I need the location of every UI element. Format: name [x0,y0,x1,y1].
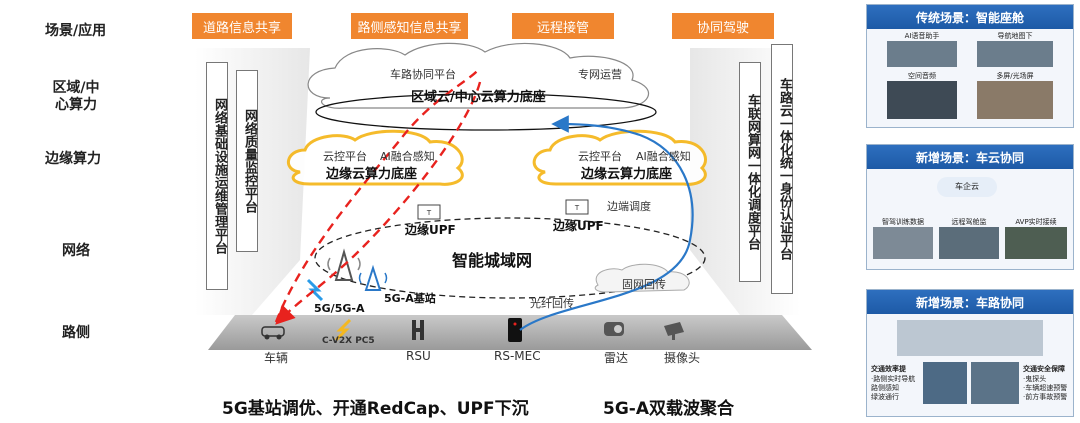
panel-traditional-title: 传统场景：智能座舱 [867,5,1073,29]
bottom-caption-right: 5G-A双载波聚合 [603,399,734,419]
thumb-ai-voice-label: AI语音助手 [904,32,940,40]
layer-label-scene: 场景/应用 [45,23,107,39]
upf-left-label: 边缘UPF [405,223,456,237]
thumb-remote-cockpit-label: 远程驾舱监 [951,218,987,226]
fiber-backhaul-label: 光纤回传 [530,297,574,310]
thumb-remote-cockpit-image [939,227,999,259]
efficiency-item-1: ·路侧实时导航 [871,375,916,383]
efficiency-title: 交通效率提 [871,365,906,373]
edge-right-tag-ai: AI融合感知 [636,150,691,163]
upf-right-label: 边缘UPF [553,219,604,233]
thumb-avp-label: AVP实时接续 [1015,218,1057,226]
scenario-button-cooperative-driving[interactable]: 协同驾驶 [672,13,774,39]
camera-icon [664,322,684,340]
5g-label: 5G/5G-A [314,302,365,315]
thumb-training-label: 智驾训练数据 [882,218,924,226]
metro-network-label: 智能城域网 [452,251,533,270]
edge-right-tag-cloud-control: 云控平台 [578,150,622,163]
vehicle-label: 车辆 [264,351,289,365]
edge-right-title: 边缘云算力底座 [581,167,673,182]
safety-title: 交通安全保障 [1023,365,1065,373]
thumb-navigation-label: 导航地图下 [997,32,1033,40]
safety-item-1: ·鬼探头 [1023,375,1047,383]
edge-left-title: 边缘云算力底座 [326,167,418,182]
thumb-multiscreen-label: 多屏/光场屏 [996,72,1034,80]
base-station-5ga-icon [358,264,388,291]
infra-ops-platform: 网络基础设施运维管理平台 [206,62,228,290]
panel-vehicle-cloud-title: 新增场景：车云协同 [867,145,1073,169]
edge-cloud-right-shape [532,129,707,186]
thumb-ai-voice-image [887,41,957,67]
upf-left-icon: T [417,204,441,220]
edge-left-tag-cloud-control: 云控平台 [323,150,367,163]
scenario-button-road-info[interactable]: 道路信息共享 [192,13,292,39]
ring-backhaul-label: 固网回传 [622,278,666,291]
central-cloud-tag-right: 专网运营 [578,68,622,81]
panel-vehicle-road: 新增场景：车路协同 交通效率提 ·路侧实时导航 路侧感知 绿波通行 交通安全保障… [866,289,1074,417]
thumb-spatial-audio-label: 空间音频 [908,72,936,80]
identity-auth-platform: 车路云一体化统一身份认证平台 [771,44,793,294]
panel-traditional: 传统场景：智能座舱 AI语音助手 导航地图下 空间音频 多屏/光场屏 [866,4,1074,128]
edge-cloud-left-shape [287,129,464,186]
thumb-training-image [873,227,933,259]
vehicle-icon [261,326,285,340]
layer-label-roadside: 路侧 [62,325,90,341]
architecture-diagram: T T [195,42,812,350]
edge-left-tag-ai: AI融合感知 [380,150,435,163]
vehicle-road-scene-image [897,320,1043,356]
rsmec-label: RS-MEC [494,349,541,363]
cv2x-label: C-V2X PC5 [322,336,375,346]
efficiency-item-2: 路侧感知 [871,384,899,392]
metro-ring [314,217,706,299]
scenario-button-roadside-perception[interactable]: 路侧感知信息共享 [351,13,468,39]
safety-item-2: ·车辆超速预警 [1023,384,1068,392]
central-cloud-shape [307,42,657,131]
safety-item-3: ·前方事故预警 [1023,393,1068,401]
safety-image [971,362,1019,404]
car-company-cloud: 车企云 [937,177,997,197]
upf-right-icon: T [565,199,589,215]
rsu-icon [412,320,424,340]
central-cloud-tag-left: 车路协同平台 [390,68,456,81]
thumb-multiscreen-image [977,81,1053,119]
bottom-caption-left: 5G基站调优、开通RedCap、UPF下沉 [222,399,529,419]
panel-vehicle-cloud: 新增场景：车云协同 车企云 智驾训练数据 远程驾舱监 AVP实时接续 [866,144,1074,270]
efficiency-item-3: 绿波通行 [871,393,899,401]
iov-scheduling-platform: 车联网算网一体化调度平台 [739,62,761,282]
radar-icon [604,322,624,336]
camera-label: 摄像头 [664,351,701,365]
wireless-link-icon [306,278,324,302]
thumb-spatial-audio-image [887,81,957,119]
radar-label: 雷达 [604,351,629,365]
red-dashed-path [274,69,479,323]
thumb-navigation-image [977,41,1053,67]
svg-text:T: T [574,204,580,212]
svg-text:T: T [426,209,432,217]
layer-label-network: 网络 [62,243,90,259]
base-station-icon [327,248,361,281]
5ga-station-label: 5G-A基站 [384,292,436,305]
scenario-button-remote-takeover[interactable]: 远程接管 [512,13,614,39]
cv2x-link-icon [334,318,352,342]
efficiency-image [923,362,967,404]
central-cloud-title: 区域云/中心云算力底座 [411,90,546,105]
layer-label-region: 区域/中心算力 [52,80,100,113]
rsmec-icon [508,318,522,342]
edge-dispatch-label: 边端调度 [607,200,651,213]
thumb-avp-image [1005,227,1067,259]
layer-label-edge: 边缘算力 [45,151,101,167]
panel-vehicle-road-title: 新增场景：车路协同 [867,290,1073,314]
blue-data-path [519,115,694,331]
quality-monitor-platform: 网络质量监控平台 [236,70,258,252]
rsu-label: RSU [406,349,431,363]
